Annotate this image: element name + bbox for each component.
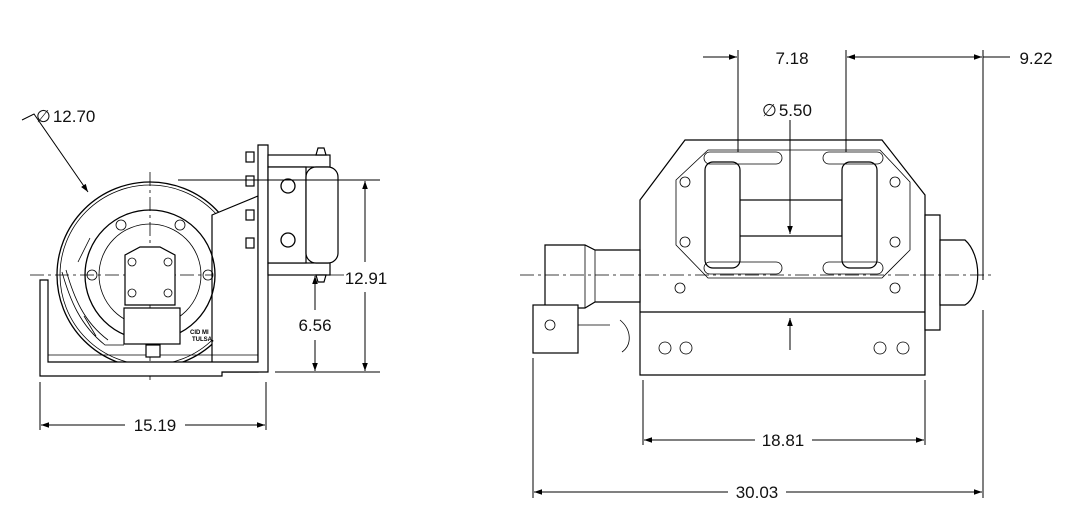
- drain-fitting: [145, 344, 161, 358]
- hydraulic-motor: [124, 246, 176, 306]
- valve-block-front: [532, 304, 579, 354]
- roller-spacing-dimension: 7.18: [703, 49, 982, 152]
- roller-offset-dimension: 9.22: [982, 49, 1053, 280]
- drum-barrel-diameter-dimension: ∅5.50: [762, 101, 812, 350]
- front-view: 7.18 9.22 ∅5.50 18.81 30.03: [520, 49, 1053, 502]
- height-dimension: 12.91: [178, 179, 388, 373]
- roller-left: [704, 161, 741, 269]
- hose-fittings: [77, 237, 97, 337]
- drum-barrel-diameter-value: 5.50: [779, 101, 812, 120]
- roller-right: [841, 161, 878, 269]
- hydraulic-hose: [61, 269, 124, 346]
- width-dimension: 15.19: [39, 382, 267, 435]
- flange-bolts: [86, 219, 214, 281]
- centerline-height-value: 6.56: [298, 316, 331, 335]
- brake-housing: [939, 239, 979, 306]
- overall-length-value: 30.03: [736, 483, 779, 502]
- roller-slots: [703, 151, 884, 275]
- drum-diameter-value: 12.70: [53, 107, 96, 126]
- diameter-symbol: ∅: [36, 107, 51, 126]
- side-plate-gusset: [211, 195, 259, 373]
- nameplate-line1: CID MI: [190, 330, 209, 336]
- roller-spacing-value: 7.18: [775, 49, 808, 68]
- roller-fairlead-side: [245, 147, 339, 283]
- base-length-value: 18.81: [762, 431, 805, 450]
- nameplate-line2: TULSA,: [192, 337, 214, 343]
- fairlead-plate: [675, 149, 911, 279]
- frame-bolts: [658, 176, 910, 355]
- svg-text:∅12.70: ∅12.70: [36, 107, 95, 126]
- hose-front: [578, 319, 630, 353]
- drum-diameter-dimension: ∅12.70: [21, 107, 95, 193]
- winch-frame: [639, 139, 926, 376]
- roller-offset-value: 9.22: [1019, 49, 1052, 68]
- diameter-symbol-2: ∅: [762, 101, 777, 120]
- base-length-dimension: 18.81: [642, 380, 926, 450]
- svg-text:∅5.50: ∅5.50: [762, 101, 812, 120]
- overall-length-dimension: 30.03: [532, 310, 984, 502]
- width-value: 15.19: [134, 416, 177, 435]
- end-plate: [924, 214, 941, 331]
- centerline-height-dimension: 6.56: [298, 276, 332, 371]
- base-frame: [39, 144, 269, 377]
- hydraulic-motor-front: [544, 244, 641, 309]
- valve-block: [123, 307, 181, 345]
- side-view: CID MI TULSA, ∅12.70 15.19 12.91 6.56: [21, 107, 388, 435]
- overall-height-value: 12.91: [345, 269, 388, 288]
